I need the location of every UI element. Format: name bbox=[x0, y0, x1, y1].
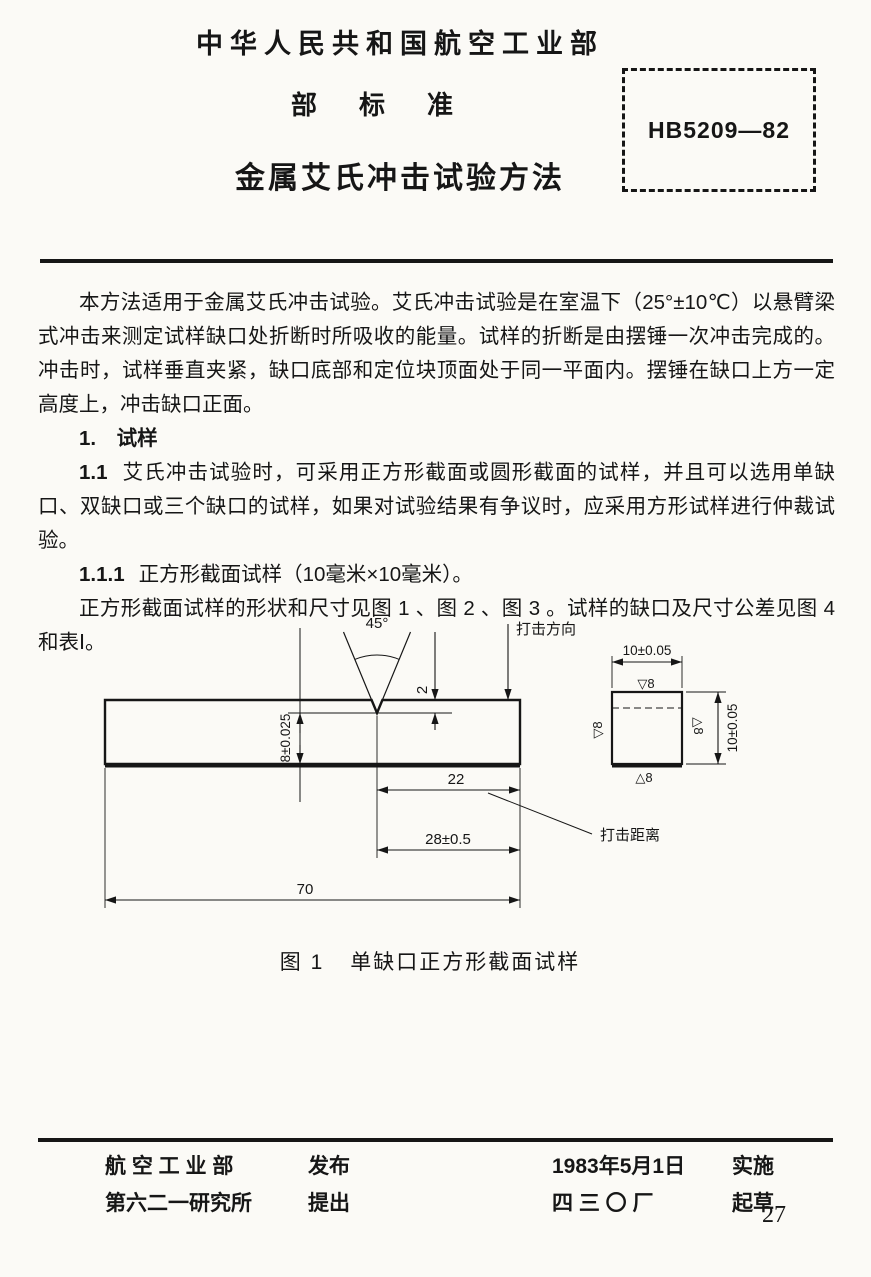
footer-drafter: 四 三 〇 厂 bbox=[552, 1192, 654, 1215]
page-number: 27 bbox=[762, 1202, 786, 1228]
impact-direction-label: 打击方向 bbox=[516, 621, 576, 638]
impact-distance-leader bbox=[487, 792, 593, 835]
paragraph-intro: 本方法适用于金属艾氏冲击试验。艾氏冲击试验是在室温下（25°±10℃）以悬臂梁式… bbox=[38, 291, 835, 416]
footer-drafter-row: 四 三 〇 厂 起草 bbox=[552, 1187, 774, 1217]
document-title: 金属艾氏冲击试验方法 bbox=[235, 162, 565, 195]
header-standard-type: 部标准 bbox=[290, 90, 495, 120]
standard-number: HB5209—82 bbox=[648, 116, 790, 143]
surface-finish-left: ▽8 bbox=[590, 721, 605, 738]
clause-number-1-1: 1.1 bbox=[79, 461, 108, 484]
cross-section-view bbox=[610, 656, 726, 768]
footer-propose-label: 提出 bbox=[308, 1192, 350, 1215]
header-rule bbox=[40, 259, 833, 263]
footer-proposer: 第六二一研究所 bbox=[105, 1192, 252, 1215]
impact-distance-label: 打击距离 bbox=[600, 827, 660, 844]
notch-angle-label: 45° bbox=[366, 615, 389, 632]
dim-28-label: 28±0.5 bbox=[425, 831, 471, 848]
section-1-heading: 1. 试样 bbox=[79, 427, 158, 450]
clause-text-1-1: 艾氏冲击试验时，可采用正方形截面或圆形截面的试样，并且可以选用单缺口、双缺口或三… bbox=[38, 461, 835, 552]
surface-finish-bottom: △8 bbox=[635, 770, 652, 785]
figure-labels: 45° 打击方向 2 8±0.025 22 28±0.5 70 打击距离 10±… bbox=[278, 615, 740, 898]
dim-22-label: 22 bbox=[448, 771, 465, 788]
figure-caption-text: 单缺口正方形截面试样 bbox=[350, 951, 581, 974]
surface-finish-top: ▽8 bbox=[637, 676, 654, 691]
figure-1-caption: 图 1 单缺口正方形截面试样 bbox=[100, 946, 760, 976]
footer-implement-row: 1983年5月1日 实施 bbox=[552, 1150, 774, 1180]
clause-text-1-1-1: 正方形截面试样（10毫米×10毫米）。 bbox=[138, 563, 473, 586]
figure-1-drawing: 45° 打击方向 2 8±0.025 22 28±0.5 70 打击距离 10±… bbox=[103, 615, 740, 908]
notch-depth-label: 2 bbox=[414, 686, 431, 694]
body-text: 本方法适用于金属艾氏冲击试验。艾氏冲击试验是在室温下（25°±10℃）以悬臂梁式… bbox=[38, 286, 835, 660]
standard-number-box: HB5209—82 bbox=[622, 68, 816, 192]
footer-implement-date: 1983年5月1日 bbox=[552, 1155, 686, 1178]
footer-rule bbox=[38, 1138, 833, 1142]
footer-proposer-row: 第六二一研究所 提出 bbox=[105, 1187, 350, 1217]
clause-number-1-1-1: 1.1.1 bbox=[79, 563, 125, 586]
footer-publish-label: 发布 bbox=[308, 1155, 350, 1178]
surface-finish-right: △8 bbox=[691, 717, 706, 734]
cross-width-dim-label: 10±0.05 bbox=[623, 643, 672, 658]
footer-publisher-row: 航 空 工 业 部 发布 bbox=[105, 1150, 350, 1180]
specimen-side-view bbox=[103, 624, 593, 908]
footer-implement-label: 实施 bbox=[732, 1155, 774, 1178]
figure-caption-number: 图 1 bbox=[279, 951, 325, 974]
footer-draft-label: 起草 bbox=[732, 1192, 774, 1215]
dim-70-label: 70 bbox=[297, 881, 314, 898]
specimen-height-dim-label: 8±0.025 bbox=[278, 714, 293, 763]
paragraph-1-1-1: 1.1.1 正方形截面试样（10毫米×10毫米）。 bbox=[38, 558, 835, 592]
footer-publisher: 航 空 工 业 部 bbox=[105, 1155, 234, 1178]
paragraph-figure-ref: 正方形截面试样的形状和尺寸见图 1 、图 2 、图 3 。试样的缺口及尺寸公差见… bbox=[38, 597, 835, 654]
cross-height-dim-label: 10±0.05 bbox=[725, 704, 740, 753]
header-ministry: 中华人民共和国航空工业部 bbox=[196, 29, 604, 59]
